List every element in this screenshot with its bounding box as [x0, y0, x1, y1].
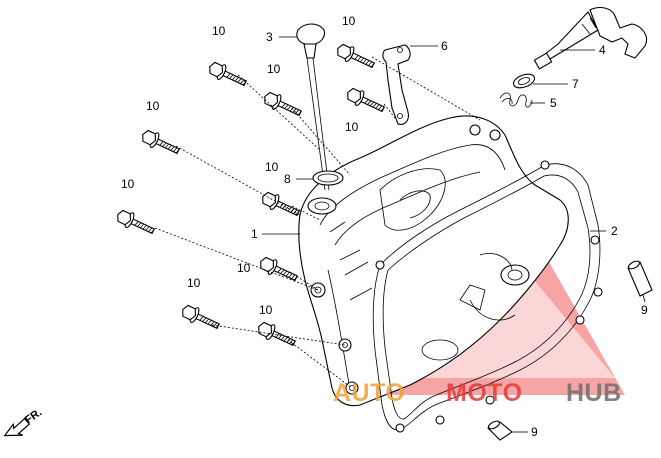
cover-gasket [372, 160, 603, 433]
callout-cover: 1 [251, 227, 258, 241]
clutch-cable [533, 7, 648, 70]
callout-dowel-bottom: 9 [531, 425, 538, 439]
callout-bolt-far-left: 10 [121, 177, 135, 191]
return-spring [499, 92, 533, 108]
leader-lines [154, 36, 646, 433]
callout-o-ring: 8 [284, 172, 291, 186]
bolt-bottom-left [182, 304, 220, 330]
callout-bolt-left: 10 [146, 99, 160, 113]
watermark-hub-text: HUB [566, 379, 622, 407]
callout-spring: 5 [550, 96, 557, 110]
callout-bracket: 6 [441, 39, 448, 53]
cable-bracket [382, 44, 411, 125]
front-direction-indicator: FR. [3, 406, 44, 437]
callout-bolt-lower: 10 [237, 261, 251, 275]
bolt-top-left [209, 61, 247, 87]
dowel-pin-right [627, 260, 653, 297]
callout-seal: 7 [572, 77, 579, 91]
bolt-left [142, 129, 180, 155]
callout-bolt-top: 10 [267, 62, 281, 76]
callout-bolt-bottom-left: 10 [187, 276, 201, 290]
callout-labels: 10 3 10 10 6 4 7 5 10 10 8 10 10 1 2 10 … [121, 14, 648, 439]
callout-bolt-top-left: 10 [212, 24, 226, 38]
callout-bolt-center: 10 [265, 160, 279, 174]
bolt-top-mid [337, 43, 375, 69]
callout-gasket: 2 [611, 224, 618, 238]
bolts-group [117, 43, 385, 347]
callout-cable: 4 [599, 43, 606, 57]
callout-bolt-bottom: 10 [259, 303, 273, 317]
watermark-text: AUTO MOTO HUB [333, 379, 622, 407]
watermark-moto-text: MOTO [446, 379, 523, 407]
oil-dipstick [296, 23, 330, 191]
callout-dowel-right: 9 [641, 303, 648, 317]
callout-bolt-mid: 10 [345, 120, 359, 134]
bolt-far-left [117, 209, 155, 235]
watermark-auto-text: AUTO [333, 379, 405, 407]
front-arrow-icon [3, 417, 31, 437]
cable-seal [512, 73, 536, 89]
callout-bolt-top-mid: 10 [342, 14, 356, 28]
dipstick-o-ring [312, 170, 344, 186]
bolt-mid [347, 87, 385, 113]
dowel-pin-bottom [487, 420, 513, 441]
bolt-center [262, 191, 300, 217]
callout-dipstick: 3 [266, 30, 273, 44]
bolt-lower [260, 256, 298, 282]
